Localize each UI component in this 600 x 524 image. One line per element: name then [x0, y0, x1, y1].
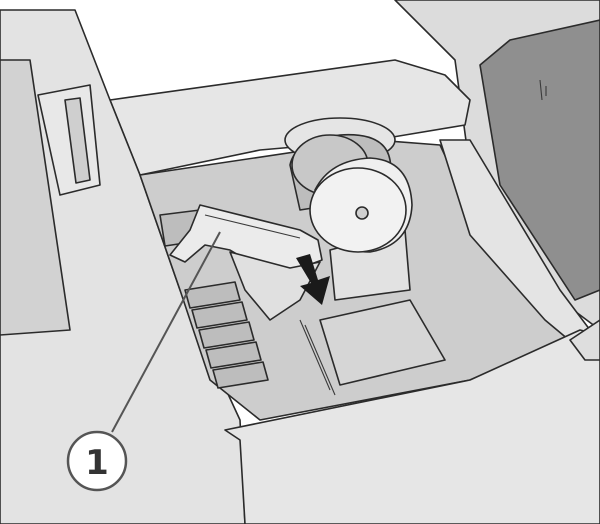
- callout-1: 1: [66, 231, 221, 492]
- down-arrow-icon: [296, 254, 330, 305]
- callout-leader-line: [111, 231, 221, 433]
- callout-number: 1: [85, 443, 109, 483]
- ribbon-path: [169, 204, 323, 321]
- ribbon-spool: [284, 117, 413, 301]
- callout-circle: [66, 430, 128, 492]
